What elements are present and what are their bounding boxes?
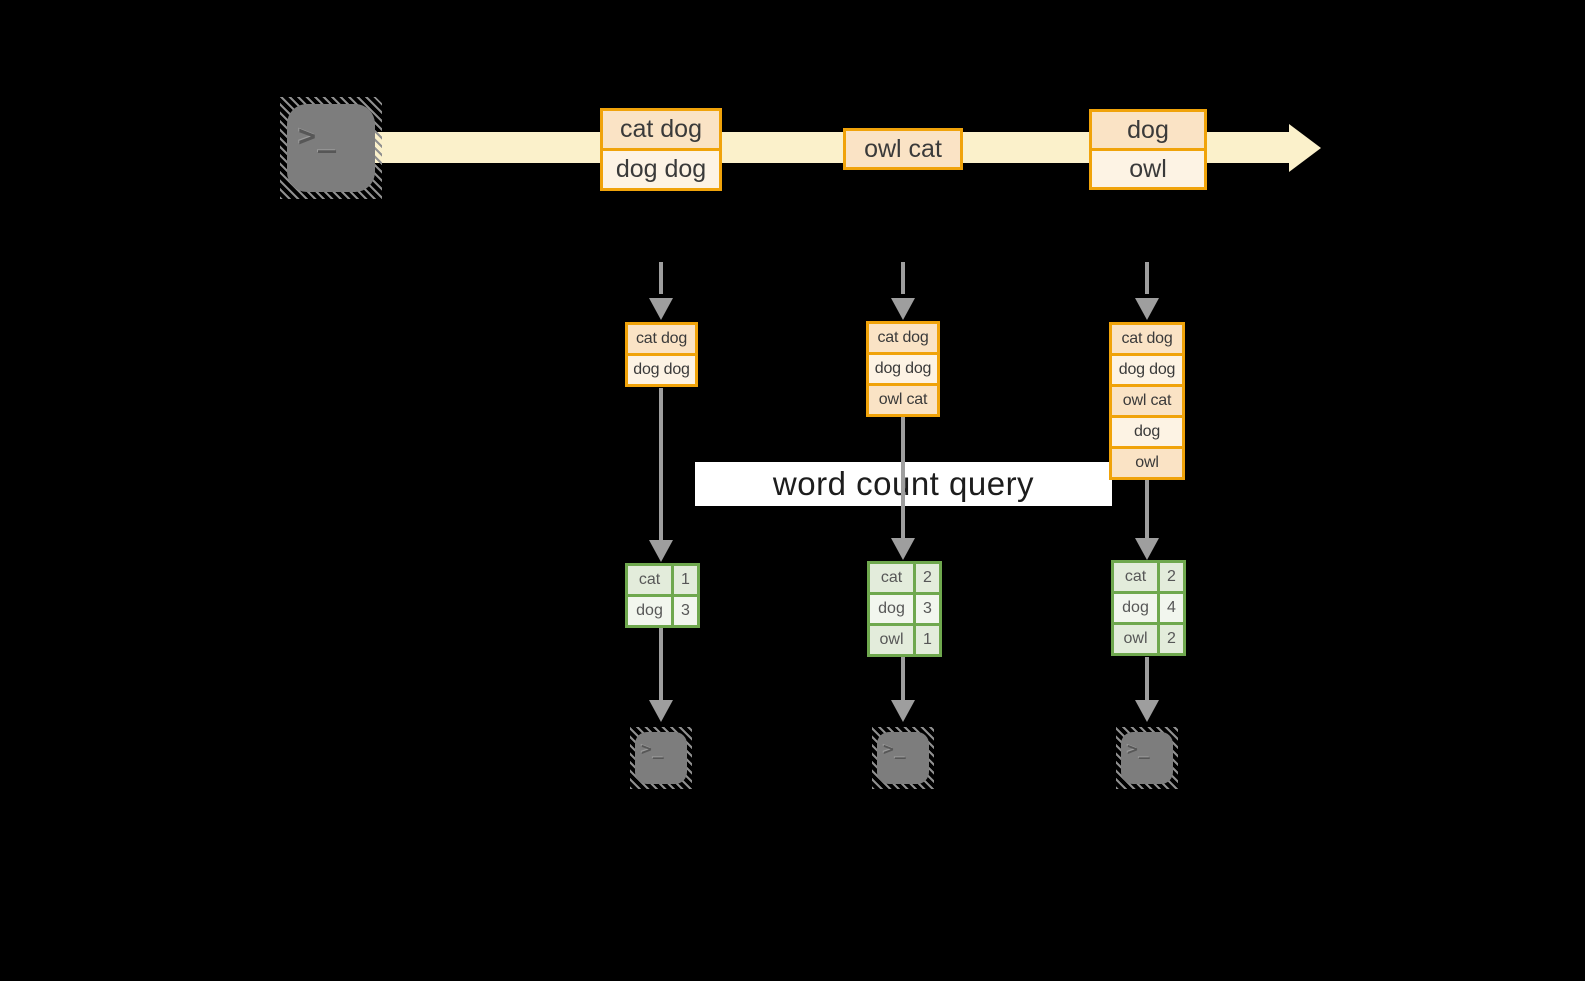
- stream-record: owl cat: [846, 131, 960, 167]
- input-row: owl cat: [869, 386, 937, 414]
- sink-terminal-icon-1: >_: [630, 727, 692, 789]
- count-value: 2: [1160, 625, 1183, 653]
- stream-record: owl: [1092, 151, 1204, 187]
- count-word: cat: [628, 566, 671, 594]
- ingest-arrow-dash: [1145, 262, 1149, 294]
- input-table-3: cat dog dog dog owl cat dog owl: [1109, 322, 1185, 480]
- input-row: dog dog: [1112, 356, 1182, 384]
- output-arrow-line: [901, 657, 905, 700]
- terminal-icon-body: [287, 104, 375, 192]
- stream-record: dog dog: [603, 151, 719, 188]
- count-value: 3: [674, 597, 697, 625]
- count-word: cat: [870, 564, 913, 592]
- count-value: 1: [674, 566, 697, 594]
- query-arrow-line: [659, 388, 663, 540]
- output-arrow-line: [1145, 657, 1149, 700]
- stream-arrow-head: [1289, 124, 1321, 172]
- count-word: owl: [1114, 625, 1157, 653]
- input-row: cat dog: [628, 325, 695, 353]
- terminal-prompt-glyph: >_: [1127, 739, 1151, 760]
- input-row: cat dog: [869, 324, 937, 352]
- stream-batch-3-box: dog owl: [1089, 109, 1207, 190]
- source-terminal-icon: >_: [280, 97, 382, 199]
- output-arrow-head: [1135, 700, 1159, 722]
- output-arrow-head: [891, 700, 915, 722]
- count-value: 2: [916, 564, 939, 592]
- input-row: owl cat: [1112, 387, 1182, 415]
- input-row: owl: [1112, 449, 1182, 477]
- input-row: cat dog: [1112, 325, 1182, 353]
- stream-batch-1-box: cat dog dog dog: [600, 108, 722, 191]
- stream-batch-2-box: owl cat: [843, 128, 963, 170]
- query-arrow-head: [649, 540, 673, 562]
- terminal-prompt-glyph: >_: [883, 739, 907, 760]
- query-arrow-head: [891, 538, 915, 560]
- counts-table-1: cat 1 dog 3: [625, 563, 700, 628]
- count-word: dog: [1114, 594, 1157, 622]
- counts-table-3: cat 2 dog 4 owl 2: [1111, 560, 1186, 656]
- ingest-arrow-dash: [901, 262, 905, 294]
- count-word: dog: [628, 597, 671, 625]
- input-row: dog dog: [628, 356, 695, 384]
- input-table-2: cat dog dog dog owl cat: [866, 321, 940, 417]
- input-row: dog dog: [869, 355, 937, 383]
- stream-record: cat dog: [603, 111, 719, 148]
- count-word: dog: [870, 595, 913, 623]
- ingest-arrow-head: [649, 298, 673, 320]
- count-value: 4: [1160, 594, 1183, 622]
- count-value: 1: [916, 626, 939, 654]
- output-arrow-line: [659, 628, 663, 700]
- input-row: dog: [1112, 418, 1182, 446]
- terminal-icon-body: [1121, 732, 1173, 784]
- terminal-prompt-glyph: >_: [641, 739, 665, 760]
- input-table-1: cat dog dog dog: [625, 322, 698, 387]
- stream-record: dog: [1092, 112, 1204, 148]
- sink-terminal-icon-2: >_: [872, 727, 934, 789]
- counts-table-2: cat 2 dog 3 owl 1: [867, 561, 942, 657]
- query-arrow-line: [1145, 480, 1149, 538]
- count-value: 3: [916, 595, 939, 623]
- terminal-prompt-glyph: >_: [298, 119, 339, 154]
- query-arrow-head: [1135, 538, 1159, 560]
- count-value: 2: [1160, 563, 1183, 591]
- ingest-arrow-head: [1135, 298, 1159, 320]
- ingest-arrow-head: [891, 298, 915, 320]
- sink-terminal-icon-3: >_: [1116, 727, 1178, 789]
- count-word: cat: [1114, 563, 1157, 591]
- ingest-arrow-dash: [659, 262, 663, 294]
- count-word: owl: [870, 626, 913, 654]
- output-arrow-head: [649, 700, 673, 722]
- query-arrow-line: [901, 417, 905, 538]
- terminal-icon-body: [635, 732, 687, 784]
- terminal-icon-body: [877, 732, 929, 784]
